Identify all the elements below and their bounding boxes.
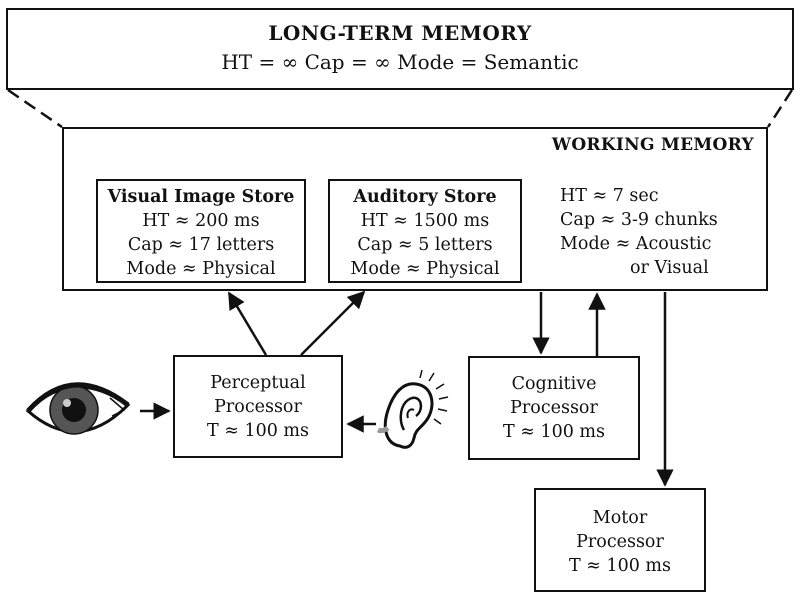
working-memory-props: HT ≈ 7 sec Cap ≈ 3-9 chunks Mode ≈ Acous…: [560, 184, 718, 280]
auditory-store-box: Auditory Store HT ≈ 1500 ms Cap ≈ 5 lett…: [328, 179, 522, 283]
visual-image-store-cap: Cap ≈ 17 letters: [127, 235, 275, 255]
motor-processor-line2: Processor: [576, 532, 664, 552]
perceptual-processor-box: Perceptual Processor T ≈ 100 ms: [173, 355, 343, 458]
ear-icon: [376, 369, 449, 449]
visual-image-store-title: Visual Image Store: [107, 187, 295, 207]
motor-processor-line1: Motor: [592, 508, 648, 528]
working-memory-ht: HT ≈ 7 sec: [560, 186, 659, 206]
eye-icon: [25, 382, 131, 435]
perceptual-processor-time: T ≈ 100 ms: [206, 421, 309, 441]
long-term-memory-box: LONG-TERM MEMORY HT = ∞ Cap = ∞ Mode = S…: [6, 8, 794, 90]
auditory-store-ht: HT ≈ 1500 ms: [360, 211, 490, 231]
visual-image-store-box: Visual Image Store HT ≈ 200 ms Cap ≈ 17 …: [96, 179, 306, 283]
cognitive-processor-box: Cognitive Processor T ≈ 100 ms: [468, 356, 640, 460]
auditory-store-mode: Mode ≈ Physical: [350, 259, 500, 279]
working-memory-mode-cont: or Visual: [630, 258, 709, 278]
motor-processor-box: Motor Processor T ≈ 100 ms: [534, 488, 706, 592]
working-memory-box: WORKING MEMORY Visual Image Store HT ≈ 2…: [62, 127, 768, 291]
auditory-store-cap: Cap ≈ 5 letters: [357, 235, 493, 255]
working-memory-mode: Mode ≈ Acoustic: [560, 234, 712, 254]
arrow-to-auditory-store: [300, 290, 366, 356]
working-memory-cap: Cap ≈ 3-9 chunks: [560, 210, 718, 230]
motor-processor-time: T ≈ 100 ms: [568, 556, 671, 576]
auditory-store-title: Auditory Store: [353, 187, 497, 207]
visual-image-store-ht: HT ≈ 200 ms: [142, 211, 260, 231]
working-memory-title: WORKING MEMORY: [551, 135, 754, 155]
perceptual-processor-line1: Perceptual: [210, 373, 306, 393]
long-term-memory-title: LONG-TERM MEMORY: [268, 21, 532, 45]
dashed-connector-left: [7, 88, 63, 129]
cognitive-processor-line1: Cognitive: [511, 374, 597, 394]
cognitive-processor-time: T ≈ 100 ms: [502, 422, 605, 442]
cognitive-processor-line2: Processor: [510, 398, 598, 418]
arrow-to-visual-store: [227, 291, 268, 356]
perceptual-processor-line2: Processor: [214, 397, 302, 417]
dashed-connector-right: [766, 89, 794, 128]
long-term-memory-props: HT = ∞ Cap = ∞ Mode = Semantic: [221, 50, 579, 74]
visual-image-store-mode: Mode ≈ Physical: [126, 259, 276, 279]
